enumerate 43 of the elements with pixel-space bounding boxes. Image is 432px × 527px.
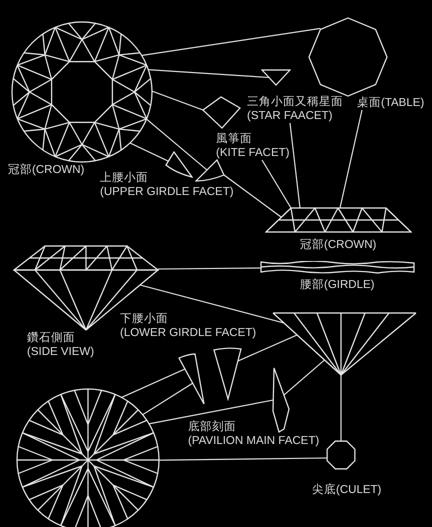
part-label: 風箏面 (KITE FACET) (216, 132, 290, 160)
leader-line (238, 334, 298, 362)
part-label: 三角小面又稱星面 (STAR FAACET) (247, 95, 343, 123)
lower-girdle-facet-drawing (212, 347, 243, 401)
part-label: 冠部(CROWN) (8, 163, 84, 177)
crown-side-view-drawing (265, 207, 412, 233)
leader-line (148, 69, 270, 78)
leader-line (289, 122, 301, 208)
lower-girdle-facet-drawing (177, 353, 206, 406)
star-facet-drawing (261, 69, 291, 86)
leader-line (262, 160, 292, 208)
part-label: 上腰小面 (UPPER GIRDLE FACET) (100, 171, 234, 199)
part-label: 尖底(CULET) (312, 483, 382, 497)
leader-line (339, 110, 363, 208)
part-label: 腰部(GIRDLE) (300, 278, 374, 292)
leader-line (130, 142, 168, 162)
leader-line (121, 368, 186, 398)
part-label: 鑽石側面 (SIDE VIEW) (27, 331, 94, 359)
part-label: 桌面(TABLE) (357, 96, 425, 110)
girdle-drawing (260, 261, 415, 274)
leader-line (142, 382, 194, 416)
upper-girdle-facet-drawing (164, 151, 193, 178)
crown-top-view-drawing (11, 21, 153, 163)
leader-line (224, 174, 282, 218)
part-label: 底部刻面 (PAVILION MAIN FACET) (188, 420, 320, 448)
leader-line (149, 399, 274, 424)
culet-drawing (325, 439, 357, 472)
table-facet-drawing (308, 17, 388, 97)
part-label: 冠部(CROWN) (300, 238, 376, 252)
leader-line (284, 360, 325, 396)
leader-line (158, 267, 261, 270)
pavilion-bottom-view-drawing (16, 388, 160, 527)
leader-line (146, 118, 208, 170)
pavilion-main-facet-drawing (271, 367, 291, 434)
kite-facet-drawing (202, 96, 241, 129)
leader-line (340, 375, 342, 441)
leader-line (142, 28, 320, 56)
upper-girdle-facet-drawing (195, 159, 225, 183)
part-label: 下腰小面 (LOWER GIRDLE FACET) (120, 312, 256, 340)
leader-line (152, 90, 204, 111)
leader-line (159, 457, 327, 461)
leader-line (140, 284, 284, 324)
pavilion-side-view-drawing (272, 312, 417, 376)
